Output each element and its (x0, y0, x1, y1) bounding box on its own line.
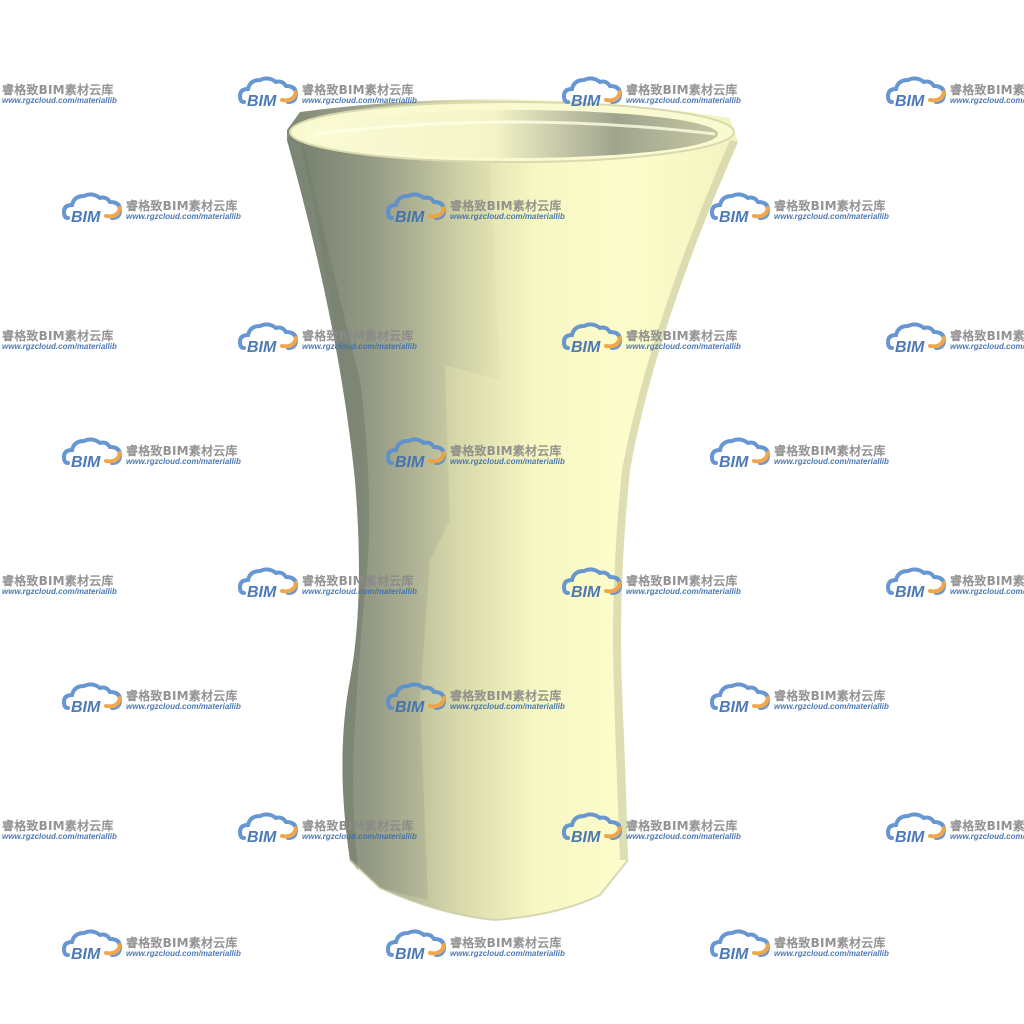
vase-inner-lip (314, 120, 716, 136)
vase-facet-right (613, 140, 738, 860)
vase-base (349, 859, 629, 922)
vase-facet-panel (300, 135, 500, 900)
vase-opening (310, 110, 718, 158)
